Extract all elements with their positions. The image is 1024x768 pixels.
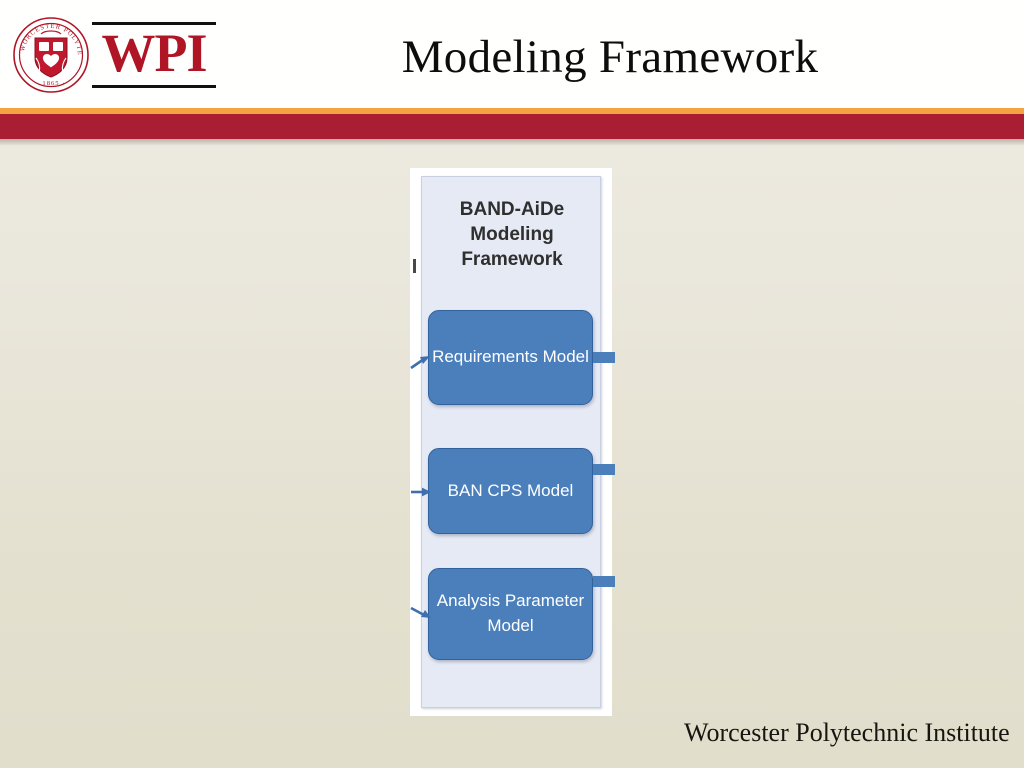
analysis-parameter-model-box[interactable]: Analysis Parameter Model <box>428 568 593 660</box>
outbound-connector-analysis-icon <box>593 576 615 587</box>
page-title: Modeling Framework <box>401 31 819 83</box>
framework-panel-title: BAND-AiDe Modeling Framework <box>459 199 565 271</box>
wordmark-rule-bottom <box>92 85 216 88</box>
cropped-edge-mark <box>413 259 416 273</box>
wpi-wordmark-text: WPI <box>101 23 208 83</box>
wpi-logo: WORCESTER POLYTECHNIC INSTIT · 1865 · WP… <box>8 10 216 100</box>
wpi-seal-icon: WORCESTER POLYTECHNIC INSTIT · 1865 · <box>12 14 90 96</box>
inbound-arrow-requirements-icon <box>410 355 432 371</box>
accent-bar-shadow <box>0 139 1024 146</box>
svg-text:· 1865 ·: · 1865 · <box>37 80 66 87</box>
outbound-connector-ban-cps-icon <box>593 464 615 475</box>
inbound-arrow-ban-cps-icon <box>410 484 432 500</box>
outbound-connector-requirements-icon <box>593 352 615 363</box>
ban-cps-model-box[interactable]: BAN CPS Model <box>428 448 593 534</box>
inbound-arrow-analysis-icon <box>410 604 432 620</box>
crimson-accent-bar <box>0 114 1024 139</box>
slide-footer: Worcester Polytechnic Institute <box>684 718 1010 747</box>
header-band <box>0 0 1024 108</box>
wordmark-rule-top <box>92 22 216 25</box>
requirements-model-box[interactable]: Requirements Model <box>428 310 593 405</box>
wpi-wordmark: WPI <box>92 16 216 96</box>
gold-accent-bar <box>0 108 1024 114</box>
